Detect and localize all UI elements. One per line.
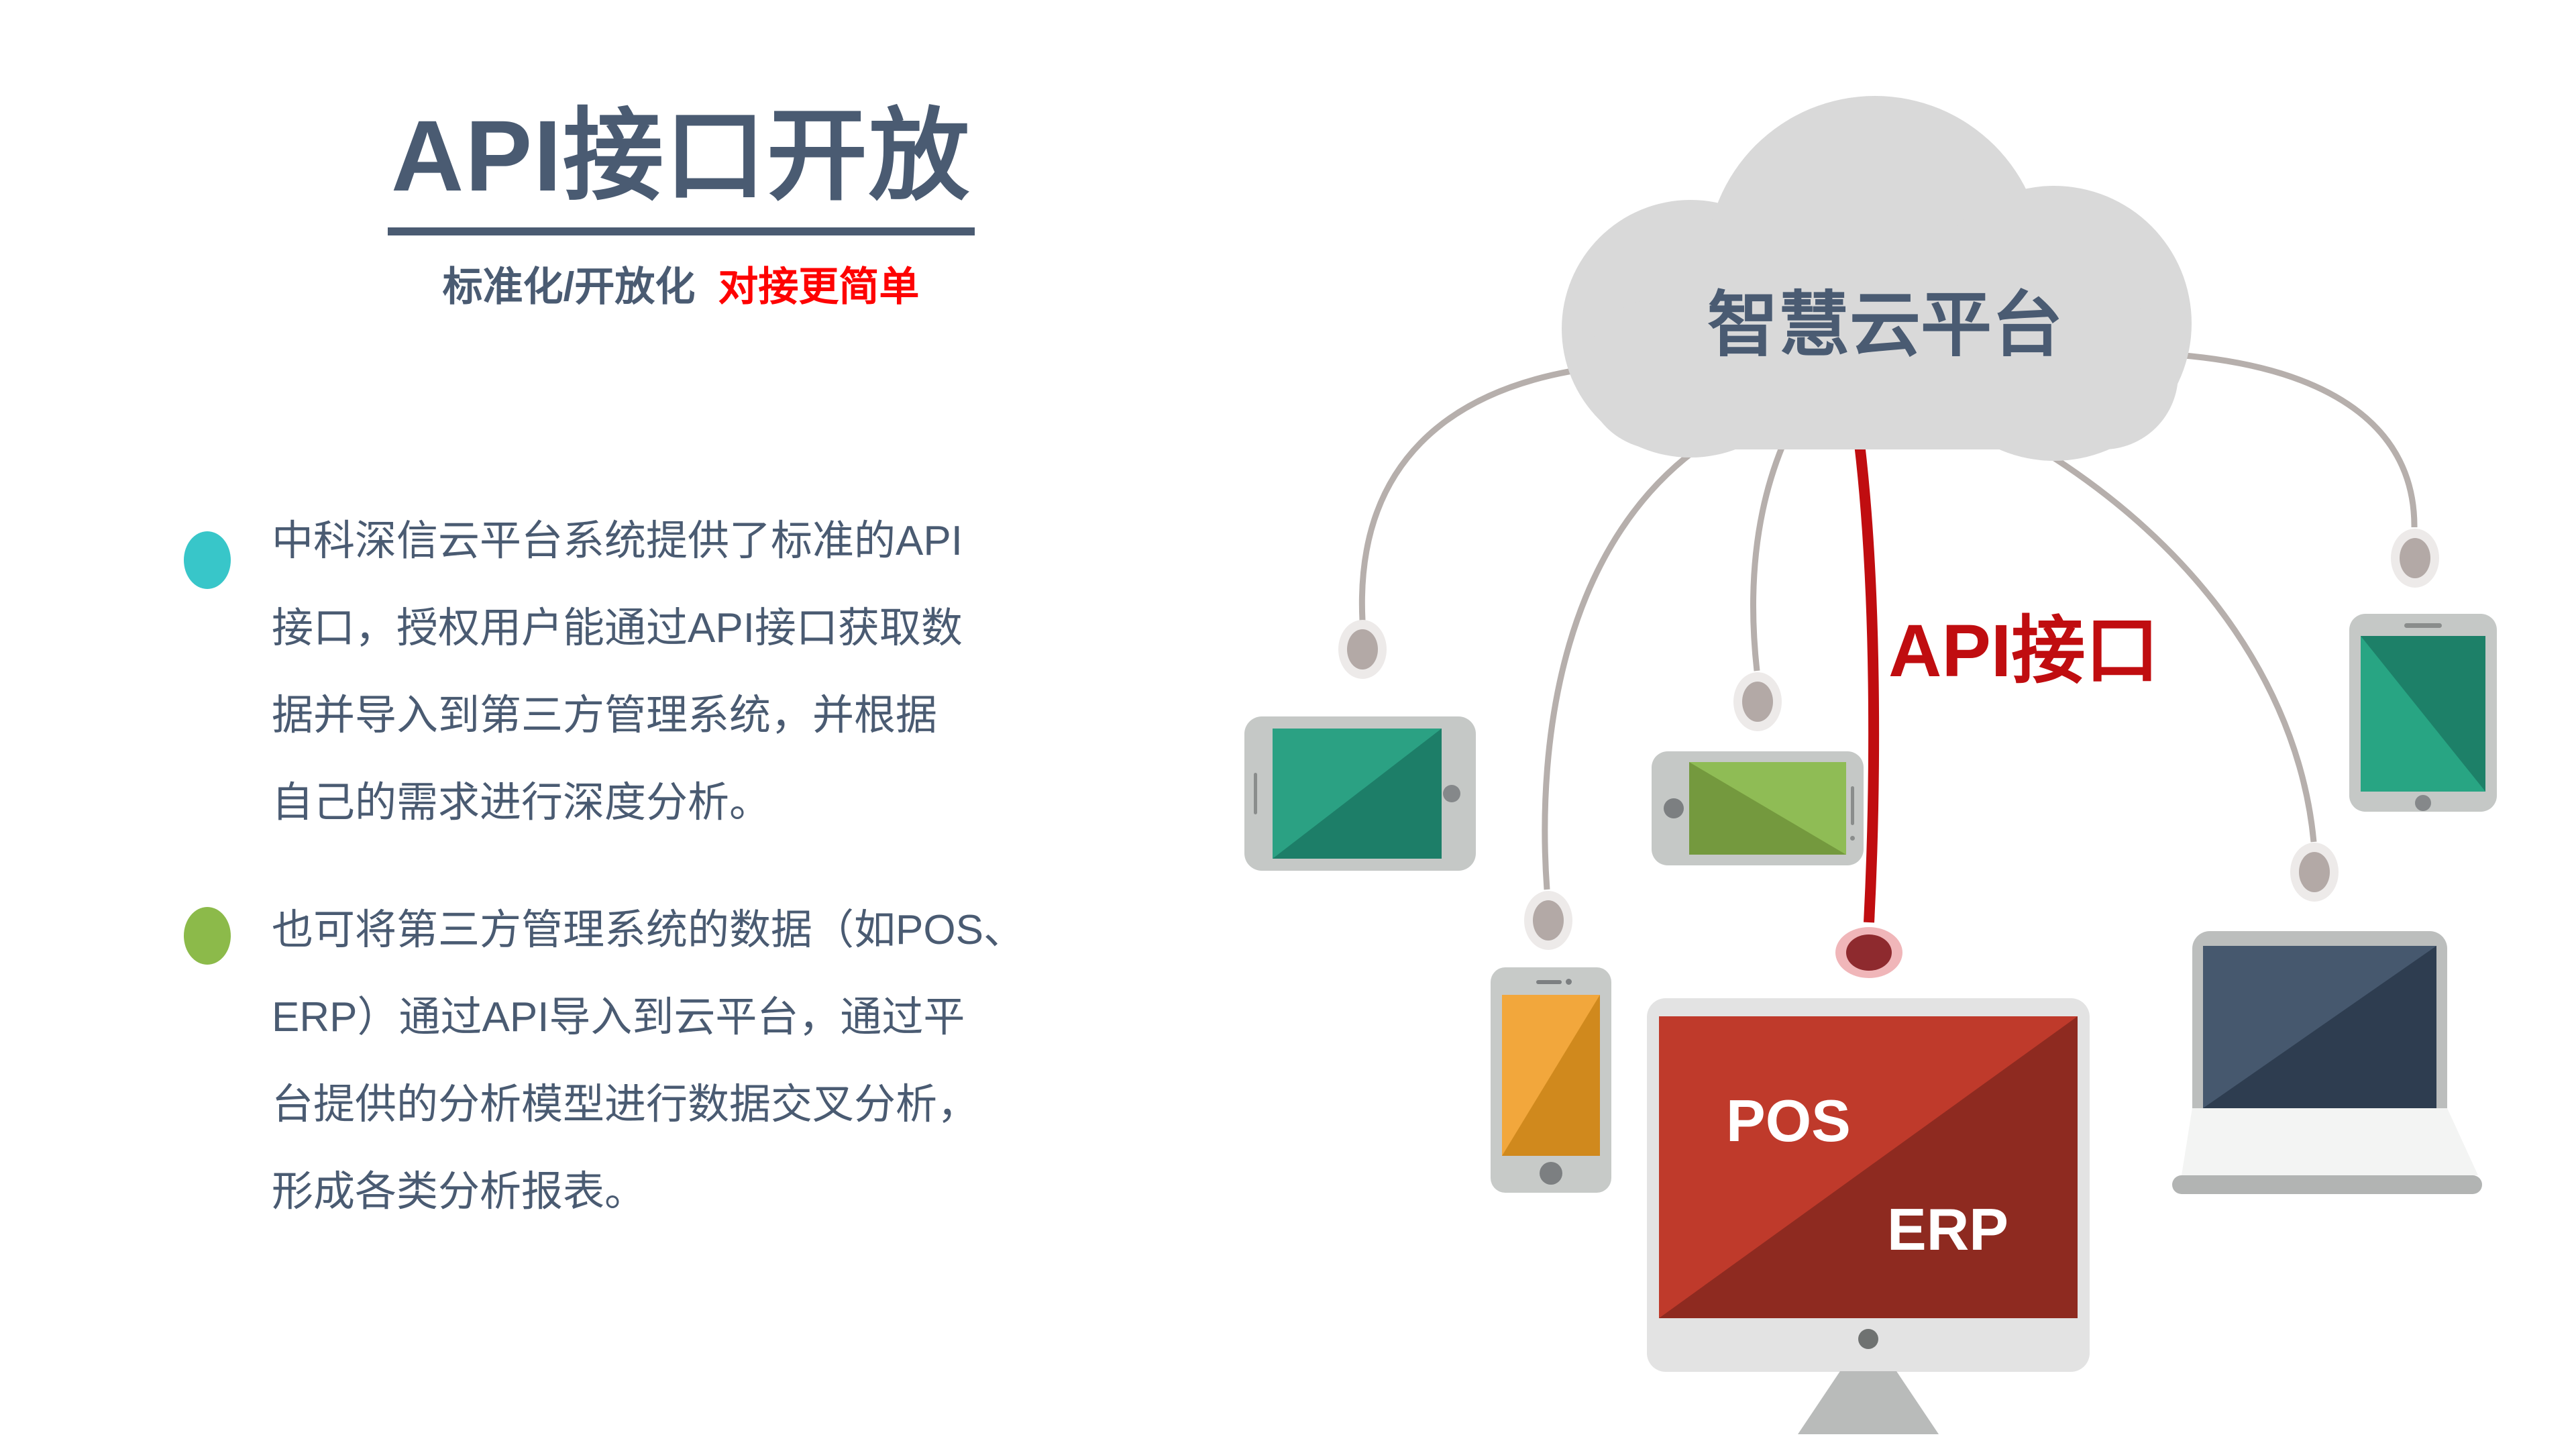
screen-shade <box>2203 946 2436 1108</box>
speaker-slit-icon <box>1254 773 1257 814</box>
bullet-text-line: 据并导入到第三方管理系统，并根据 <box>272 692 938 739</box>
laptop <box>2192 931 2447 1108</box>
home-button-icon <box>2415 795 2431 811</box>
connector-endpoints <box>1338 529 2439 978</box>
endpoint-dot-icon <box>1733 672 1782 731</box>
subtitle: 标准化/开放化 对接更简单 <box>282 254 1080 313</box>
phone-green <box>1652 751 1864 865</box>
endpoint-dot-icon <box>2391 529 2439 588</box>
erp-label: ERP <box>1887 1196 2008 1263</box>
connector-line-tablet-right <box>2167 351 2418 528</box>
screen-shade <box>2361 636 2485 792</box>
home-button-icon <box>1540 1162 1562 1185</box>
teal-dot-icon <box>184 531 231 589</box>
endpoint-dot-icon <box>2290 843 2339 902</box>
bullet-item: 中科深信云平台系统提供了标准的API 接口，授权用户能通过API接口获取数 据并… <box>272 498 1164 847</box>
camera-dot-icon <box>1858 1329 1878 1349</box>
cloud-platform-label: 智慧云平台 <box>1707 286 2063 365</box>
bullet-text-line: 台提供的分析模型进行数据交叉分析， <box>272 1081 979 1128</box>
connector-line-tablet-left <box>1358 362 1612 621</box>
monitor-screen: POS ERP <box>1659 1016 2078 1318</box>
speaker-slit-icon <box>1851 786 1854 825</box>
bullet-text-line: 自己的需求进行深度分析。 <box>272 780 771 826</box>
connector-line-phone-green <box>1750 445 1786 672</box>
bullet-item: 也可将第三方管理系统的数据（如POS、 ERP）通过API导入到云平台，通过平 … <box>272 887 1164 1236</box>
connector-line-laptop <box>2019 435 2317 843</box>
home-button-icon <box>1664 798 1684 818</box>
speaker-slit-icon <box>2404 623 2442 628</box>
screen-shade <box>1689 762 1846 855</box>
camera-dot-icon <box>1850 836 1855 841</box>
laptop-screen <box>2203 946 2436 1108</box>
tablet-right <box>2349 614 2497 812</box>
pos-label: POS <box>1726 1087 1851 1154</box>
screen-shade <box>1502 995 1600 1156</box>
bullet-text-line: 接口，授权用户能通过API接口获取数 <box>272 605 963 651</box>
screen-shade <box>1273 729 1442 859</box>
tablet-right-screen <box>2361 636 2485 792</box>
cloud-icon <box>1562 96 2192 461</box>
subtitle-standard: 标准化/开放化 <box>442 264 696 309</box>
speaker-slit-icon <box>1536 980 1562 984</box>
endpoint-dot-icon <box>1524 891 1572 950</box>
green-dot-icon <box>184 907 231 965</box>
screen-shade <box>1659 1016 2078 1318</box>
title-divider <box>387 227 975 235</box>
laptop-base <box>2172 1175 2482 1194</box>
subtitle-highlight: 对接更简单 <box>718 264 920 309</box>
connector-line-phone-orange <box>1542 437 1713 890</box>
phone-orange <box>1491 967 1611 1193</box>
header: API接口开放 标准化/开放化 对接更简单 <box>282 94 1080 313</box>
home-button-icon <box>1443 785 1460 802</box>
api-connection-label: API接口 <box>1888 610 2159 692</box>
bullet-text-line: ERP）通过API导入到云平台，通过平 <box>272 994 965 1040</box>
phone-green-screen <box>1689 762 1846 855</box>
tablet-left-screen <box>1273 729 1442 859</box>
bullet-text-line: 中科深信云平台系统提供了标准的API <box>272 518 963 564</box>
api-connector-line <box>1854 443 1880 923</box>
bullet-text-line: 形成各类分析报表。 <box>272 1169 647 1215</box>
page-title: API接口开放 <box>390 99 971 212</box>
phone-orange-screen <box>1502 995 1600 1156</box>
api-endpoint-dot-icon <box>1835 927 1902 978</box>
laptop-keyboard-deck <box>2182 1108 2478 1175</box>
camera-dot-icon <box>1566 979 1572 985</box>
bullet-text-line: 也可将第三方管理系统的数据（如POS、 <box>272 907 1025 953</box>
monitor-pos-erp: POS ERP <box>1647 998 2090 1372</box>
endpoint-dot-icon <box>1338 620 1387 679</box>
tablet-left <box>1244 716 1476 871</box>
